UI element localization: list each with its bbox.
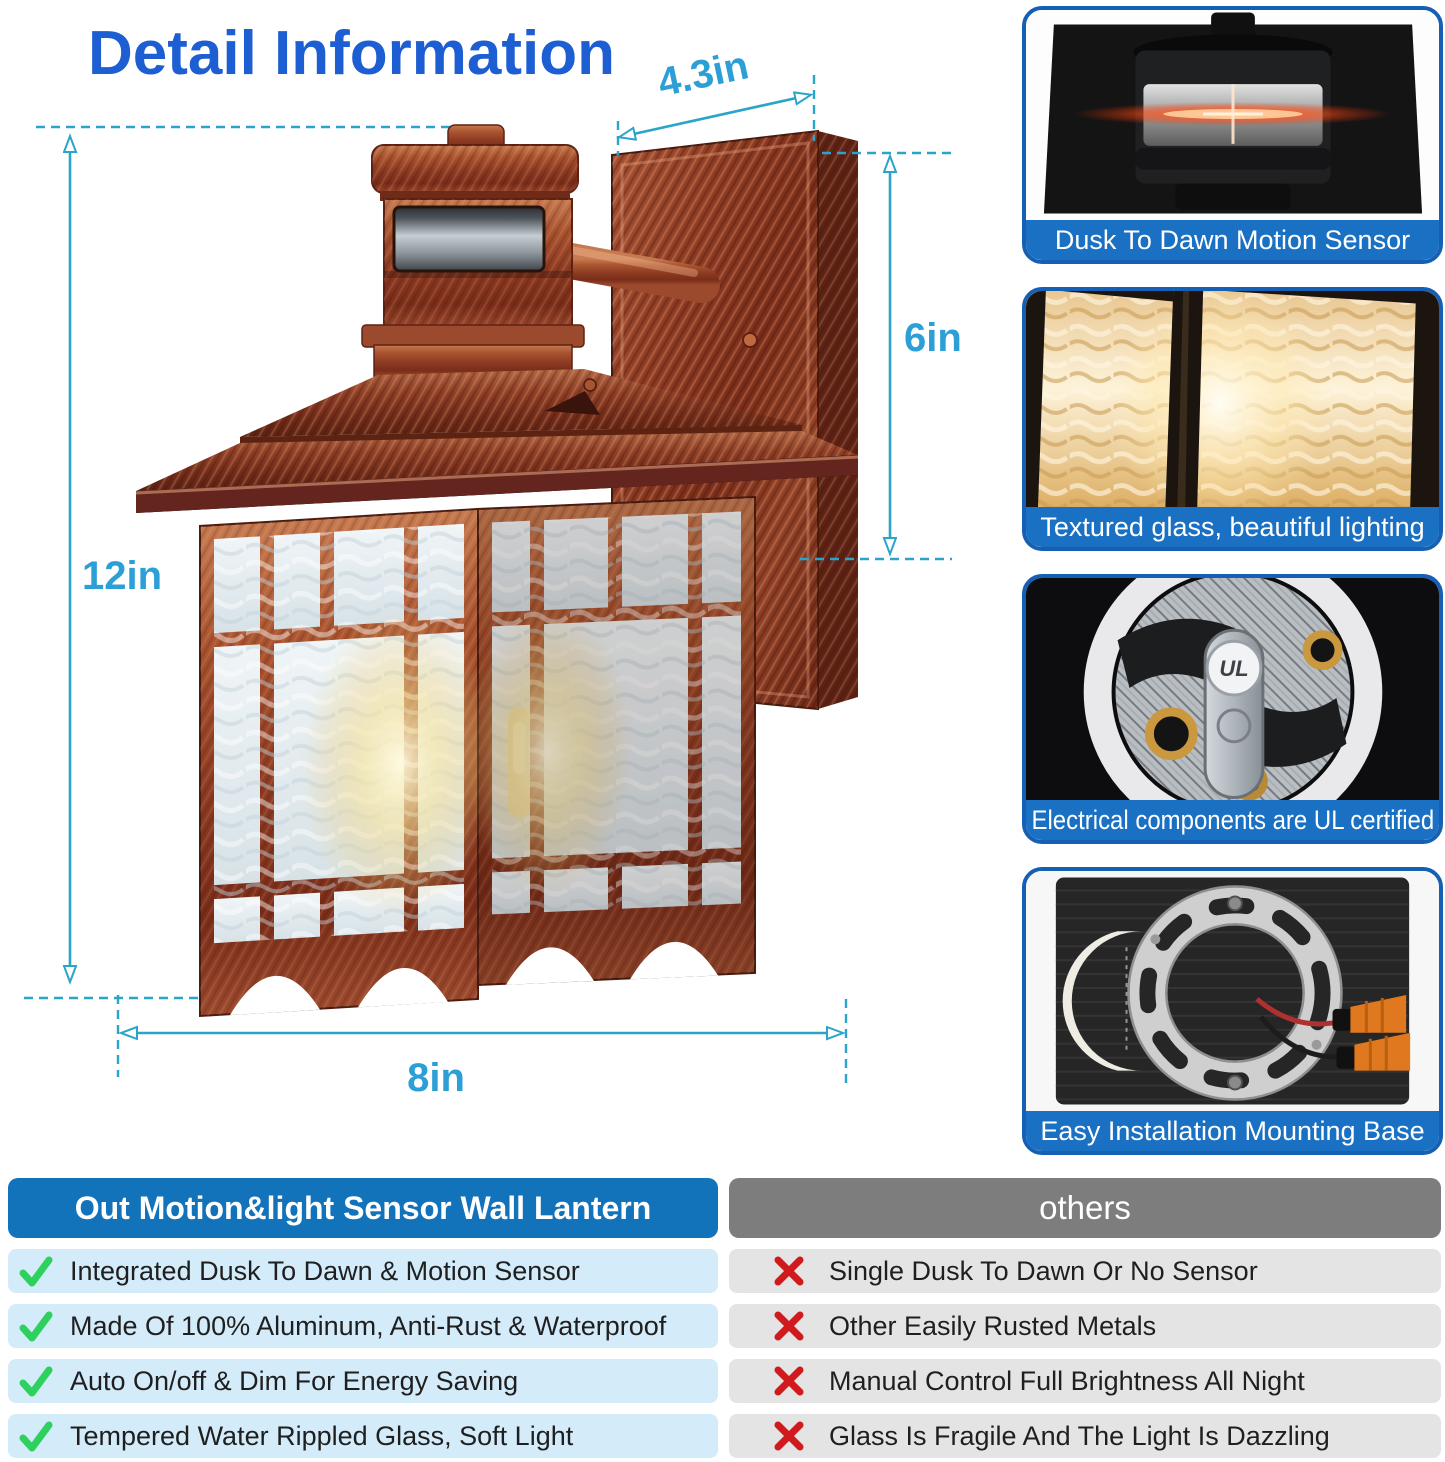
check-icon xyxy=(19,1256,53,1287)
lantern-front-face xyxy=(199,507,500,1018)
wire-nut xyxy=(1332,994,1407,1033)
feature-card-textured-glass: Textured glass, beautiful lighting xyxy=(1022,287,1443,551)
comparison-row: Auto On/off & Dim For Energy Saving xyxy=(8,1359,718,1403)
wire-nut xyxy=(1336,1032,1411,1071)
dimension-label-6in: 6in xyxy=(904,316,962,360)
textured-glass-photo xyxy=(1026,291,1439,507)
ul-badge: UL xyxy=(1219,656,1248,681)
feature-caption: Textured glass, beautiful lighting xyxy=(1040,511,1425,542)
dimension-label-4.3in: 4.3in xyxy=(654,43,752,105)
feature-cards: Dusk To Dawn Motion Sensor xyxy=(1022,6,1443,1155)
x-icon xyxy=(774,1366,804,1396)
check-icon xyxy=(19,1421,53,1452)
lantern-side-face xyxy=(463,495,756,987)
motion-sensor-head xyxy=(371,124,579,351)
pir-sensor-window xyxy=(392,205,546,273)
feature-caption-bar: Easy Installation Mounting Base xyxy=(1026,1111,1439,1151)
comparison-item-label: Glass Is Fragile And The Light Is Dazzli… xyxy=(829,1420,1330,1451)
feature-card-ul-certified: UL Electrical components are UL certifie… xyxy=(1022,574,1443,844)
comparison-column-others: others Single Dusk To Dawn Or No Sensor … xyxy=(729,1178,1441,1458)
x-icon xyxy=(774,1256,804,1286)
comparison-row: Manual Control Full Brightness All Night xyxy=(729,1359,1441,1403)
feature-card-motion-sensor: Dusk To Dawn Motion Sensor xyxy=(1022,6,1443,264)
feature-caption-bar: Textured glass, beautiful lighting xyxy=(1026,507,1439,547)
comparison-header-label: Out Motion&light Sensor Wall Lantern xyxy=(74,1189,652,1226)
dimension-label-12in: 12in xyxy=(82,554,162,598)
comparison-item-label: Tempered Water Rippled Glass, Soft Light xyxy=(70,1420,574,1451)
lantern-dimension-diagram: 12in 8in xyxy=(24,43,962,1100)
comparison-item-label: Other Easily Rusted Metals xyxy=(829,1310,1157,1341)
motion-sensor-photo xyxy=(1026,10,1439,220)
x-icon xyxy=(774,1311,804,1341)
side-glass-panes xyxy=(463,511,741,915)
glass-frame-bars xyxy=(1026,291,1439,507)
wall-lantern-illustration xyxy=(135,124,859,1018)
ul-socket-photo: UL xyxy=(1026,578,1439,800)
page-title: Detail Information xyxy=(88,19,616,88)
x-icon xyxy=(774,1421,804,1451)
comparison-column-product: Out Motion&light Sensor Wall Lantern Int… xyxy=(8,1178,718,1458)
feature-caption: Electrical components are UL certified xyxy=(1031,804,1434,835)
comparison-row: Single Dusk To Dawn Or No Sensor xyxy=(729,1249,1441,1293)
comparison-row: Glass Is Fragile And The Light Is Dazzli… xyxy=(729,1414,1441,1458)
mounting-arm xyxy=(542,241,720,303)
comparison-item-label: Manual Control Full Brightness All Night xyxy=(829,1365,1305,1396)
lantern-roof xyxy=(135,324,859,513)
brass-terminal xyxy=(1302,630,1343,671)
comparison-header-others: others xyxy=(729,1178,1441,1238)
plate-bolt xyxy=(742,332,758,348)
feature-caption: Dusk To Dawn Motion Sensor xyxy=(1054,224,1411,255)
comparison-row: Tempered Water Rippled Glass, Soft Light xyxy=(8,1414,718,1458)
feature-caption-bar: Electrical components are UL certified xyxy=(1026,800,1439,840)
feature-caption: Easy Installation Mounting Base xyxy=(1040,1115,1425,1146)
check-icon xyxy=(19,1366,53,1397)
feature-caption-bar: Dusk To Dawn Motion Sensor xyxy=(1026,220,1439,260)
comparison-item-label: Integrated Dusk To Dawn & Motion Sensor xyxy=(70,1255,580,1286)
check-icon xyxy=(19,1311,53,1342)
front-glass-panes xyxy=(214,523,500,944)
comparison-item-label: Made Of 100% Aluminum, Anti-Rust & Water… xyxy=(70,1310,667,1341)
comparison-row: Other Easily Rusted Metals xyxy=(729,1304,1441,1348)
roof-vent xyxy=(545,391,600,415)
comparison-header-product: Out Motion&light Sensor Wall Lantern xyxy=(8,1178,718,1238)
brass-terminal xyxy=(1144,707,1198,761)
comparison-row: Made Of 100% Aluminum, Anti-Rust & Water… xyxy=(8,1304,718,1348)
comparison-row: Integrated Dusk To Dawn & Motion Sensor xyxy=(8,1249,718,1293)
dimension-height-right: 6in xyxy=(800,151,962,561)
feature-card-mounting-base: Easy Installation Mounting Base xyxy=(1022,867,1443,1155)
mounting-base-photo xyxy=(1026,871,1439,1111)
comparison-item-label: Single Dusk To Dawn Or No Sensor xyxy=(829,1255,1258,1286)
comparison-item-label: Auto On/off & Dim For Energy Saving xyxy=(70,1365,519,1396)
dimension-width-bottom: 8in xyxy=(116,995,848,1100)
comparison-header-label: others xyxy=(1039,1189,1131,1226)
dimension-label-8in: 8in xyxy=(407,1056,465,1100)
black-wire xyxy=(1258,1015,1345,1060)
